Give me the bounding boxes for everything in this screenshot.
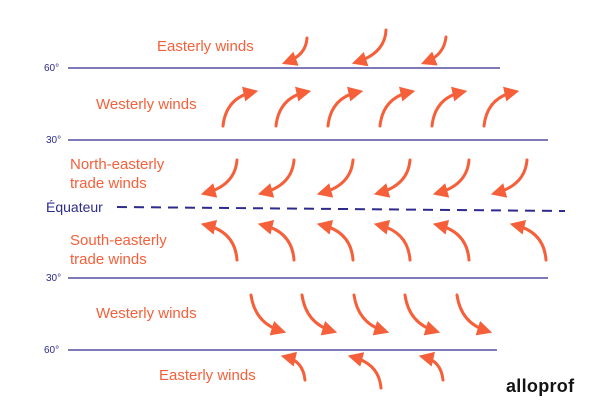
- wind-arrow-easterly-s2: [347, 352, 383, 390]
- wind-arrow-easterly-s3: [418, 351, 445, 382]
- westerly-arrows-south: [249, 293, 493, 336]
- wind-arrow-easterly-n1: [281, 36, 309, 66]
- wind-arrow-ne-trade-5: [432, 158, 471, 198]
- wind-arrow-ne-trade-6: [490, 158, 529, 198]
- easterly-arrows-south: [280, 351, 445, 390]
- latitude-label-north-60: 60°: [44, 63, 60, 74]
- wind-arrow-se-trade-2: [257, 219, 296, 262]
- latitude-label-south-60: 60°: [44, 345, 60, 356]
- latitude-label-south-30: 30°: [46, 273, 62, 284]
- wind-arrow-easterly-n3: [420, 35, 448, 66]
- wind-arrow-westerly-s2: [300, 293, 338, 336]
- wind-arrow-westerly-s1: [249, 293, 287, 336]
- wind-arrow-se-trade-1: [200, 219, 239, 262]
- wind-arrow-westerly-n3: [326, 86, 364, 128]
- wind-arrow-se-trade-6: [509, 219, 548, 262]
- wind-arrow-ne-trade-3: [316, 158, 355, 198]
- zone-label-westerly-south: Westerly winds: [96, 305, 197, 322]
- wind-arrow-se-trade-3: [316, 219, 355, 262]
- wind-arrow-westerly-n5: [430, 86, 468, 128]
- se-trade-arrows: [200, 219, 548, 262]
- zone-label-easterly-north: Easterly winds: [157, 38, 254, 55]
- wind-arrow-westerly-s4: [403, 293, 441, 336]
- zone-label-ne-trade-line1: North-easterly: [70, 156, 165, 173]
- zone-label-ne-trade-line2: trade winds: [70, 175, 147, 192]
- equator-line: [116, 206, 566, 212]
- latitude-label-north-30: 30°: [46, 135, 62, 146]
- wind-arrow-se-trade-4: [373, 219, 412, 262]
- wind-arrow-ne-trade-4: [373, 158, 412, 198]
- wind-arrow-westerly-s3: [352, 293, 390, 336]
- ne-trade-arrows: [200, 158, 529, 198]
- wind-arrow-westerly-n4: [378, 86, 416, 128]
- zone-label-easterly-south: Easterly winds: [159, 367, 256, 384]
- wind-arrow-ne-trade-2: [257, 158, 296, 198]
- wind-arrow-easterly-n2: [351, 28, 388, 67]
- zone-label-se-trade-line2: trade winds: [70, 251, 147, 268]
- wind-arrow-westerly-n1: [221, 86, 259, 128]
- brand-logo: alloprof: [506, 376, 575, 396]
- westerly-arrows-north: [221, 86, 520, 128]
- zone-label-se-trade-line1: South-easterly: [70, 232, 167, 249]
- zone-label-westerly-north: Westerly winds: [96, 96, 197, 113]
- wind-arrow-westerly-n2: [274, 86, 312, 128]
- wind-arrow-westerly-n6: [482, 86, 520, 128]
- wind-arrow-easterly-s1: [280, 351, 307, 382]
- wind-arrow-westerly-s5: [455, 293, 493, 336]
- wind-arrow-ne-trade-1: [200, 158, 239, 198]
- equator-label: Équateur: [46, 199, 103, 215]
- wind-arrow-se-trade-5: [432, 219, 471, 262]
- easterly-arrows-north: [281, 28, 448, 67]
